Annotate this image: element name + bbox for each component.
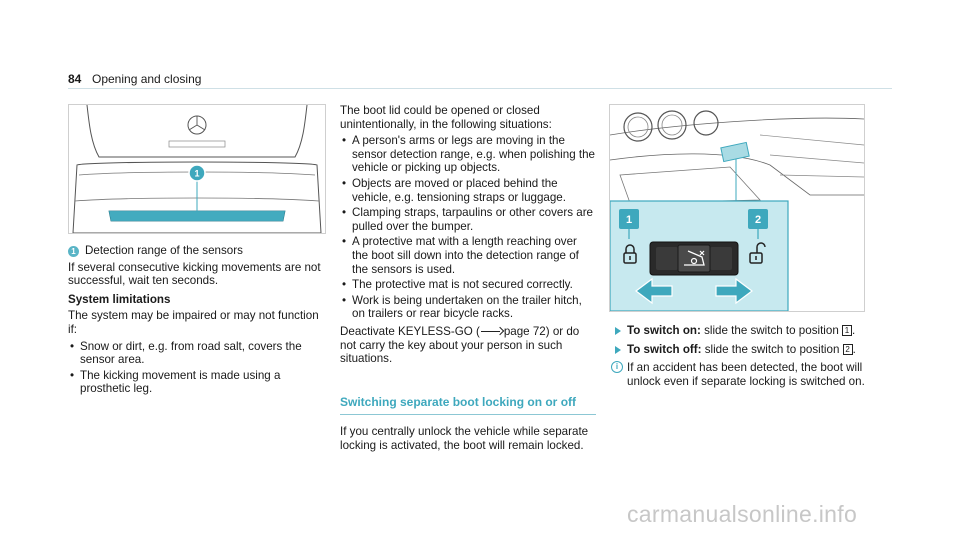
position-number: 1 xyxy=(842,325,852,336)
step-text: slide the switch to position xyxy=(700,324,842,337)
system-limitations-intro: The system may be impaired or may not fu… xyxy=(68,309,319,336)
list-item: Clamping straps, tarpaulins or other cov… xyxy=(340,206,596,233)
list-item: Objects are moved or placed behind the v… xyxy=(340,177,596,204)
info-text: If an accident has been detected, the bo… xyxy=(627,361,865,388)
step-end: . xyxy=(852,342,856,356)
step-label: To switch on: xyxy=(627,324,701,337)
position-label-2: 2 xyxy=(755,214,761,226)
step-switch-off: To switch off: slide the switch to posit… xyxy=(609,343,865,357)
column-3: 1 2 xyxy=(609,104,865,393)
page-title: Opening and closing xyxy=(92,72,202,86)
system-limitations-heading: System limitations xyxy=(68,292,171,306)
list-item: The protective mat is not secured correc… xyxy=(340,278,596,292)
step-arrow-icon xyxy=(615,345,621,354)
page-reference-arrow-icon xyxy=(480,328,504,336)
unlocked-padlock-icon xyxy=(749,242,766,264)
figure-caption: 1 Detection range of the sensors xyxy=(68,244,326,258)
list-item: The kicking movement is made using a pro… xyxy=(68,369,326,396)
list-item: A person's arms or legs are moving in th… xyxy=(340,134,596,175)
section-heading: Switching separate boot locking on or of… xyxy=(340,395,596,416)
step-text: slide the switch to position xyxy=(701,342,843,356)
page-reference-link[interactable]: page 72 xyxy=(503,324,546,338)
list-item: A protective mat with a length reaching … xyxy=(340,235,596,276)
deactivate-paragraph: Deactivate KEYLESS-GO ( page 72) or do no… xyxy=(340,325,596,366)
boot-lock-switch-illustration: 1 2 xyxy=(609,104,865,312)
caption-badge: 1 xyxy=(68,246,79,257)
interior-switch-drawing: 1 2 xyxy=(610,105,864,311)
column-2: The boot lid could be opened or closed u… xyxy=(340,104,596,455)
info-note: i If an accident has been detected, the … xyxy=(609,361,865,388)
deactivate-text-end: ) or do not carry the key about your per… xyxy=(340,324,580,366)
page-header: 84 Opening and closing xyxy=(68,72,892,87)
system-limitations-list: Snow or dirt, e.g. from road salt, cover… xyxy=(68,340,326,396)
step-end: . xyxy=(852,324,856,337)
info-icon: i xyxy=(611,361,623,374)
list-item: Work is being undertaken on the trailer … xyxy=(340,294,596,321)
section-paragraph: If you centrally unlock the vehicle whil… xyxy=(340,425,589,452)
deactivate-text: Deactivate KEYLESS-GO ( xyxy=(340,324,480,338)
header-rule xyxy=(68,88,892,89)
situations-list: A person's arms or legs are moving in th… xyxy=(340,134,596,321)
step-arrow-icon xyxy=(615,327,621,335)
position-label-1: 1 xyxy=(626,214,632,226)
position-number: 2 xyxy=(842,343,853,355)
car-rear-drawing: 1 xyxy=(72,105,322,233)
boot-lock-symbol-icon xyxy=(684,250,705,266)
arrow-left-icon xyxy=(635,277,673,305)
unintentional-intro: The boot lid could be opened or closed u… xyxy=(340,104,552,131)
watermark: carmanualsonline.info xyxy=(627,501,858,527)
paragraph-kicking: If several consecutive kicking movements… xyxy=(68,260,321,288)
figure-badge: 1 xyxy=(194,169,199,179)
caption-text: Detection range of the sensors xyxy=(85,244,243,257)
arrow-right-icon xyxy=(715,277,753,305)
rear-bumper-illustration: 1 xyxy=(68,104,326,234)
locked-padlock-icon xyxy=(623,244,637,264)
page-number: 84 xyxy=(68,72,82,86)
step-label: To switch off: xyxy=(627,342,702,356)
step-switch-on: To switch on: slide the switch to positi… xyxy=(609,324,865,338)
list-item: Snow or dirt, e.g. from road salt, cover… xyxy=(68,340,326,367)
